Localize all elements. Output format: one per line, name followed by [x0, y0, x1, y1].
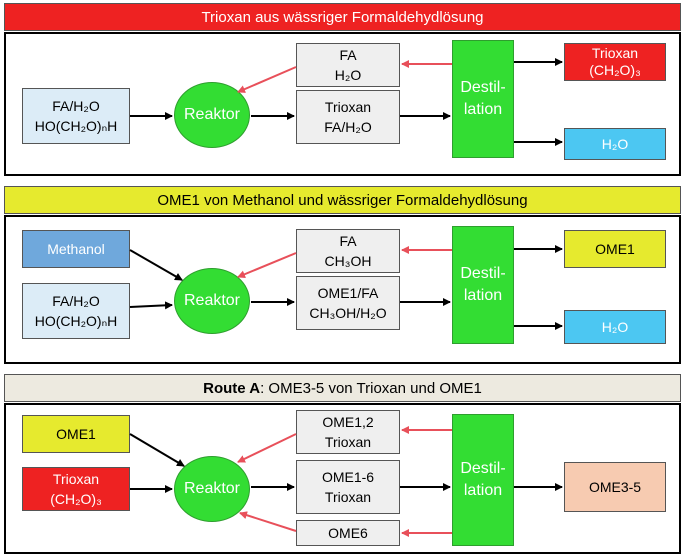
section1-destil-line1: Destil- — [460, 79, 506, 96]
section2-destil-line2: lation — [463, 287, 503, 304]
section2-feed-box: FA/H₂O HO(CH₂O)ₙH — [22, 283, 130, 339]
section2-recycle-line1: FA — [339, 233, 357, 249]
section3-feed2-line1: Trioxan — [52, 471, 100, 487]
section3-reactor-label: Reaktor — [183, 480, 241, 497]
s2-arrow-recycle-reactor — [237, 252, 297, 279]
section3-trioxan-box: Trioxan (CH₂O)₃ — [22, 467, 130, 511]
section3-recycle2-label: OME6 — [328, 525, 368, 541]
section3-recycle1-box: OME1,2 Trioxan — [296, 410, 400, 454]
section1-output-trioxan: Trioxan (CH₂O)₃ — [564, 43, 666, 81]
section1-product-box: Trioxan FA/H₂O — [296, 90, 400, 144]
section3-destillation: Destil- lation — [452, 414, 514, 546]
section2-title: OME1 von Methanol und wässriger Formalde… — [4, 186, 681, 214]
section2-destillation: Destil- lation — [452, 226, 514, 344]
section1-destillation: Destil- lation — [452, 40, 514, 158]
section1-out2-label: H₂O — [601, 136, 629, 152]
section2-feed2-line2: HO(CH₂O)ₙH — [34, 313, 118, 329]
s2-arrow-feed-reactor — [129, 301, 173, 310]
section3-recycle1-line1: OME1,2 — [322, 414, 374, 430]
section2-out2-label: H₂O — [601, 319, 629, 335]
section1-title-text: Trioxan aus wässriger Formaldehydlösung — [201, 8, 484, 26]
section3-title-rest: : OME3-5 von Trioxan und OME1 — [260, 379, 482, 397]
section2-reactor-label: Reaktor — [183, 292, 241, 309]
section2-reactor: Reaktor — [174, 268, 250, 334]
section2-product-box: OME1/FA CH₃OH/H₂O — [296, 276, 400, 330]
section2-out1-label: OME1 — [595, 241, 635, 257]
section2-feed1-label: Methanol — [47, 241, 105, 257]
section1-product-line2: FA/H₂O — [324, 119, 372, 135]
section3-destil-line2: lation — [463, 482, 503, 499]
section1-recycle-line2: H₂O — [334, 67, 362, 83]
section3-title-bold: Route A — [203, 379, 261, 397]
section2-destil-line1: Destil- — [460, 265, 506, 282]
section1-feed-line1: FA/H₂O — [52, 98, 100, 114]
section3-ome1-box: OME1 — [22, 415, 130, 453]
section1-product-line1: Trioxan — [324, 99, 372, 115]
section1-recycle-box: FA H₂O — [296, 43, 400, 87]
section3-feed2-line2: (CH₂O)₃ — [50, 491, 102, 507]
s1-arrow-recycle-reactor — [237, 66, 297, 93]
section3-out-label: OME3-5 — [588, 479, 642, 495]
s3-arrow-recycle2-reactor — [239, 511, 297, 532]
section3-feed1-label: OME1 — [56, 426, 96, 442]
section1-feed-box: FA/H₂O HO(CH₂O)ₙH — [22, 88, 130, 144]
section3-reactor: Reaktor — [174, 456, 250, 522]
section1-out1-line2: (CH₂O)₃ — [589, 62, 641, 78]
section3-output-ome35: OME3-5 — [564, 462, 666, 512]
section3-product-line2: Trioxan — [324, 489, 372, 505]
section1-destil-line2: lation — [463, 101, 503, 118]
section2-title-text: OME1 von Methanol und wässriger Formalde… — [157, 191, 528, 209]
section3-title: Route A: OME3-5 von Trioxan und OME1 — [4, 374, 681, 402]
section3-recycle2-box: OME6 — [296, 520, 400, 546]
section2-methanol-box: Methanol — [22, 230, 130, 268]
s3-arrow-recycle1-reactor — [237, 433, 297, 463]
section3-product-line1: OME1-6 — [321, 469, 375, 485]
section2-feed2-line1: FA/H₂O — [52, 293, 100, 309]
section2-recycle-line2: CH₃OH — [324, 253, 372, 269]
section1-out1-line1: Trioxan — [591, 45, 639, 61]
section2-output-water: H₂O — [564, 310, 666, 344]
section2-output-ome1: OME1 — [564, 230, 666, 268]
s2-arrow-methanol-reactor — [129, 249, 183, 281]
section2-product-line1: OME1/FA — [317, 285, 379, 301]
section1-recycle-line1: FA — [339, 47, 357, 63]
section1-feed-line2: HO(CH₂O)ₙH — [34, 118, 118, 134]
section1-reactor: Reaktor — [174, 82, 250, 148]
section3-recycle1-line2: Trioxan — [324, 434, 372, 450]
section1-reactor-label: Reaktor — [183, 106, 241, 123]
section3-destil-line1: Destil- — [460, 460, 506, 477]
section1-title: Trioxan aus wässriger Formaldehydlösung — [4, 3, 681, 31]
section2-product-line2: CH₃OH/H₂O — [309, 305, 387, 321]
s3-arrow-ome1-reactor — [129, 433, 185, 467]
section3-product-box: OME1-6 Trioxan — [296, 460, 400, 514]
section2-recycle-box: FA CH₃OH — [296, 229, 400, 273]
section1-output-water: H₂O — [564, 128, 666, 160]
